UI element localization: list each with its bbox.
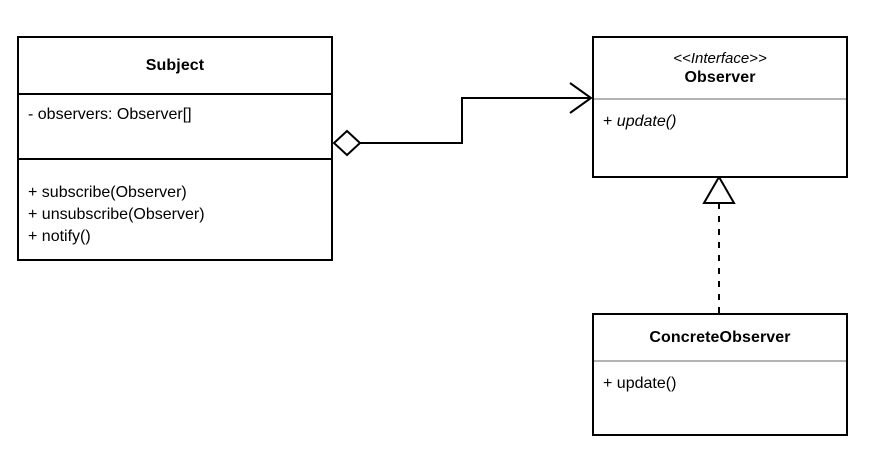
subject-attribute-observers: - observers: Observer[]	[19, 104, 331, 126]
hollow-triangle-icon	[702, 174, 736, 204]
aggregation-line	[360, 97, 591, 144]
observer-stereotype: <<Interface>>	[673, 49, 767, 67]
member-text: subscribe(Observer)	[41, 184, 187, 201]
visibility-sign: +	[28, 206, 38, 223]
visibility-sign: -	[28, 106, 34, 123]
uml-class-subject[interactable]: Subject - observers: Observer[] + subscr…	[17, 36, 333, 261]
subject-operation-subscribe: + subscribe(Observer)	[19, 182, 331, 204]
observer-class-name: Observer	[684, 68, 756, 86]
member-text: notify()	[41, 228, 91, 245]
observer-operation-update: + update()	[594, 111, 846, 133]
concrete-observer-operation-update: + update()	[594, 373, 846, 395]
subject-operations-compartment: + subscribe(Observer) + unsubscribe(Obse…	[19, 158, 331, 259]
concrete-observer-operations-compartment: + update()	[594, 360, 846, 434]
visibility-sign: +	[28, 228, 38, 245]
observer-operations-compartment: + update()	[594, 98, 846, 176]
uml-class-observer[interactable]: <<Interface>> Observer + update()	[592, 36, 848, 178]
visibility-sign: +	[28, 184, 38, 201]
open-arrow-icon	[569, 82, 593, 114]
observer-name-compartment: <<Interface>> Observer	[594, 38, 846, 98]
relationship-aggregation-subject-observer	[332, 82, 593, 157]
concrete-observer-class-name: ConcreteObserver	[649, 328, 791, 346]
subject-name-compartment: Subject	[19, 38, 331, 93]
member-text: observers: Observer[]	[37, 106, 192, 123]
subject-class-name: Subject	[145, 56, 205, 74]
hollow-diamond-icon	[332, 129, 362, 157]
subject-attributes-compartment: - observers: Observer[]	[19, 93, 331, 158]
concrete-observer-name-compartment: ConcreteObserver	[594, 315, 846, 360]
subject-operation-notify: + notify()	[19, 226, 331, 248]
visibility-sign: +	[603, 113, 613, 130]
visibility-sign: +	[603, 375, 613, 392]
subject-operation-unsubscribe: + unsubscribe(Observer)	[19, 204, 331, 226]
member-text: update()	[616, 113, 677, 130]
member-text: update()	[616, 375, 677, 392]
member-text: unsubscribe(Observer)	[41, 206, 205, 223]
relationship-realization-concreteobserver-observer	[702, 174, 736, 313]
uml-class-concrete-observer[interactable]: ConcreteObserver + update()	[592, 313, 848, 436]
